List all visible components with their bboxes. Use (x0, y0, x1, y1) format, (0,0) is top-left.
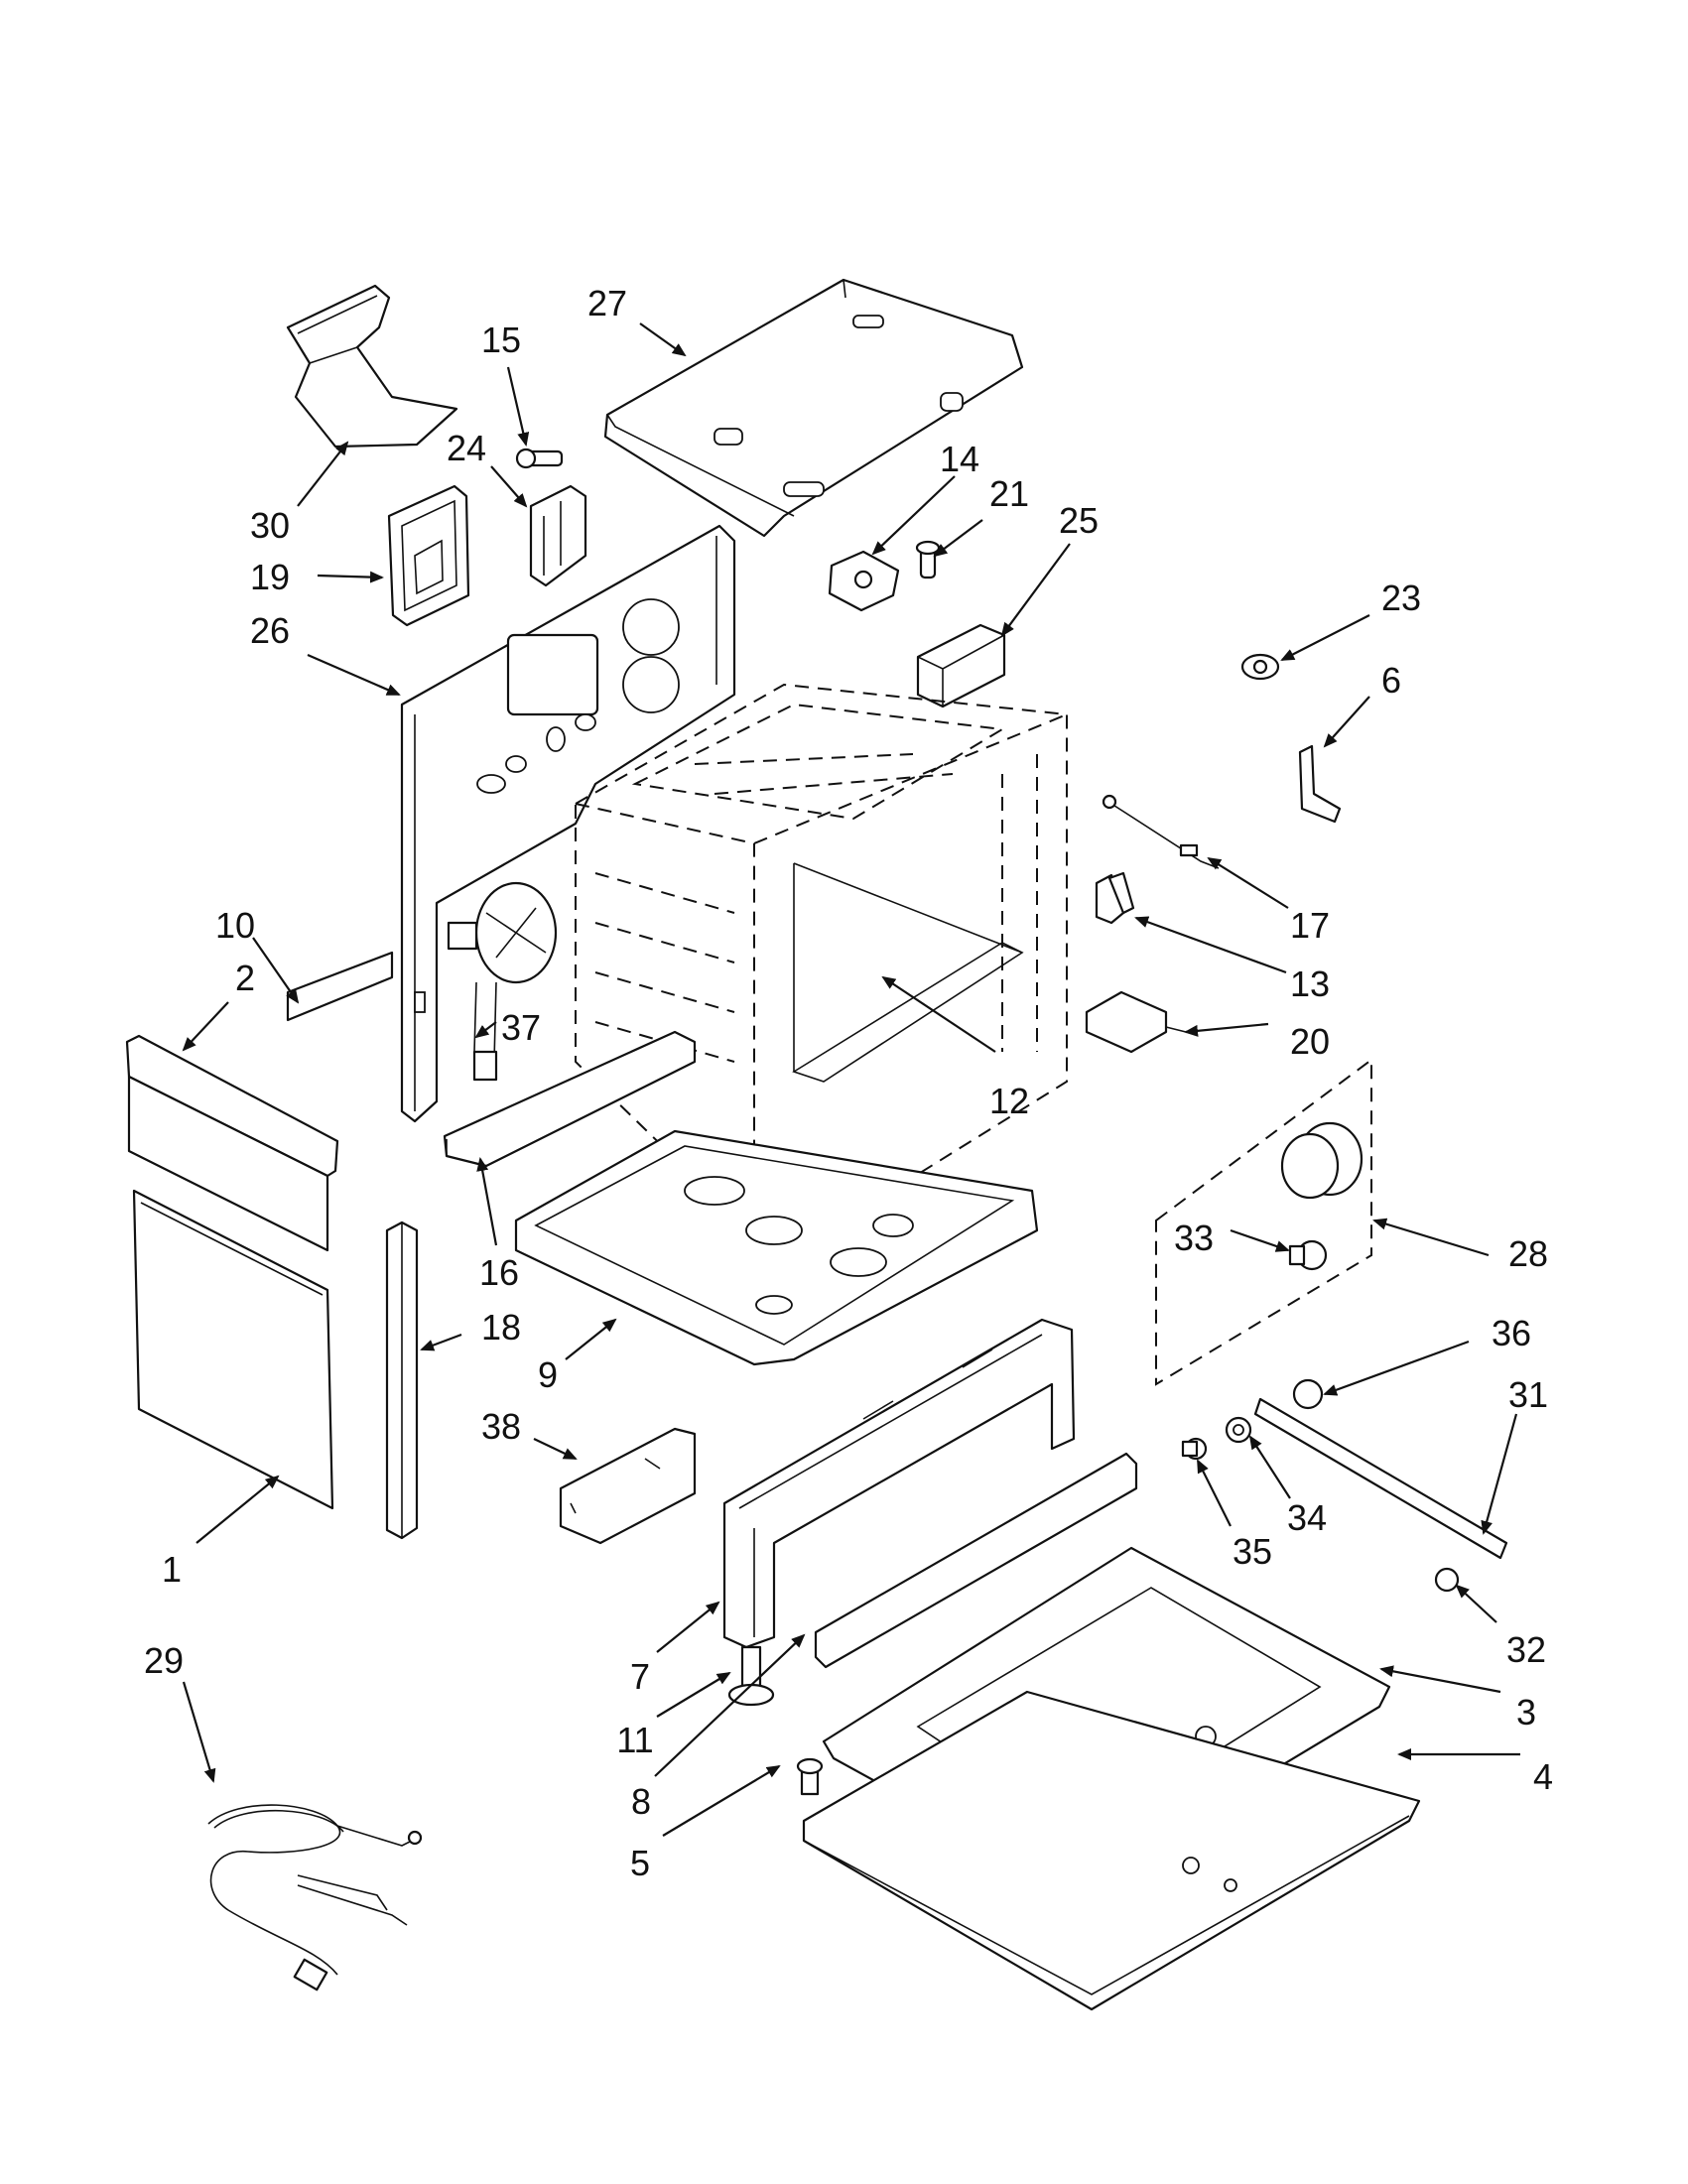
part-21-screw (915, 540, 941, 579)
callout-24: 24 (447, 428, 486, 468)
callout-6: 6 (1381, 660, 1401, 701)
part-17-oven-sensor (1102, 794, 1220, 869)
part-23-thermal-switch (1240, 653, 1280, 681)
callout-12: 12 (989, 1081, 1029, 1121)
part-35-roller (1181, 1437, 1208, 1461)
callout-34: 34 (1287, 1497, 1327, 1538)
callout-19: 19 (250, 557, 290, 597)
part-18-vertical-trim (385, 1220, 419, 1540)
part-30-vent-trim (286, 284, 458, 449)
part-10-strip (286, 951, 394, 1022)
part-7-leveling-frame (722, 1318, 1076, 1649)
callout-30: 30 (250, 505, 290, 546)
part-29-power-cord (207, 1804, 423, 1991)
part-15-screw (515, 448, 564, 469)
callout-26: 26 (250, 610, 290, 651)
part-8-rail (814, 1452, 1138, 1669)
callout-33: 33 (1174, 1218, 1214, 1258)
callout-1: 1 (162, 1549, 182, 1590)
callout-labels: 27 15 24 30 19 26 14 21 25 23 6 17 13 20… (144, 283, 1553, 1883)
part-20-switch (1085, 990, 1187, 1054)
callout-9: 9 (538, 1354, 558, 1395)
callout-18: 18 (481, 1307, 521, 1348)
callout-23: 23 (1381, 578, 1421, 618)
callout-4: 4 (1533, 1756, 1553, 1797)
part-32-screw (1434, 1567, 1460, 1593)
part-11-leveling-leg (727, 1645, 775, 1707)
part-4-bottom-cover (802, 1690, 1421, 2011)
part-38-bracket (559, 1427, 697, 1545)
part-16-bottom-support (443, 1030, 697, 1168)
callout-37: 37 (501, 1007, 541, 1048)
callout-21: 21 (989, 473, 1029, 514)
callout-16: 16 (479, 1252, 519, 1293)
callout-32: 32 (1506, 1629, 1546, 1670)
callout-25: 25 (1059, 500, 1099, 541)
callout-38: 38 (481, 1406, 521, 1447)
part-31-rod (1253, 1397, 1508, 1560)
part-9-oven-bottom (514, 1129, 1039, 1366)
callout-31: 31 (1508, 1374, 1548, 1415)
callout-27: 27 (587, 283, 627, 323)
part-12-broil-element (792, 862, 1024, 1083)
leader-lines (182, 322, 1520, 1837)
callout-28: 28 (1508, 1233, 1548, 1274)
callout-14: 14 (940, 439, 979, 479)
callout-15: 15 (481, 320, 521, 360)
callout-13: 13 (1290, 964, 1330, 1004)
part-24-bracket (529, 484, 587, 587)
callout-3: 3 (1516, 1692, 1536, 1733)
callout-2: 2 (235, 958, 255, 998)
part-13-latch (1095, 871, 1135, 925)
part-14-thermostat (828, 550, 900, 612)
callout-8: 8 (631, 1781, 651, 1822)
part-1-side-panel-lower (132, 1189, 334, 1510)
part-37-convection-fan (447, 881, 558, 1082)
part-28-oven-light (1155, 1058, 1372, 1386)
part-33-light-bulb (1288, 1239, 1328, 1271)
part-34-bushing (1225, 1416, 1252, 1444)
callout-5: 5 (630, 1843, 650, 1883)
callout-36: 36 (1492, 1313, 1531, 1353)
part-36-roller (1292, 1378, 1324, 1410)
part-2-side-panel-upper (125, 1034, 339, 1252)
part-6-bracket (1298, 744, 1342, 824)
callout-35: 35 (1233, 1531, 1272, 1572)
callout-17: 17 (1290, 905, 1330, 946)
part-27-top-panel (603, 278, 1024, 538)
callout-29: 29 (144, 1640, 184, 1681)
part-25-terminal-block (916, 623, 1006, 708)
part-19-vent-duct (387, 484, 470, 627)
callout-11: 11 (616, 1720, 653, 1760)
callout-20: 20 (1290, 1021, 1330, 1062)
part-26-rear-panel (400, 524, 736, 1123)
callout-10: 10 (215, 905, 255, 946)
part-5-screw (796, 1757, 824, 1796)
callout-7: 7 (630, 1656, 650, 1697)
